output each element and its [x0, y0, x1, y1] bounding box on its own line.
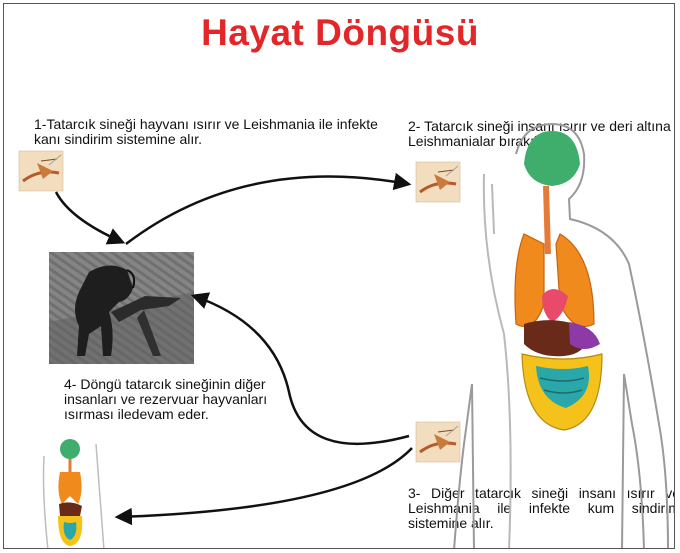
- arrow-fly1-to-animal: [56, 192, 122, 242]
- sandfly-bite-icon-1: [19, 151, 63, 191]
- arrow-fly3-to-animal: [194, 296, 409, 444]
- human-anatomy-icon-large: [454, 124, 668, 549]
- arrow-fly3-to-small-human: [118, 448, 412, 517]
- human-anatomy-icon-small: [44, 439, 105, 549]
- arrow-animal-to-fly2: [126, 177, 408, 245]
- sandfly-bite-icon-2: [416, 162, 460, 202]
- sandfly-bite-icon-3: [416, 422, 460, 462]
- diagram-frame: Hayat Döngüsü 1-Tatarcık sineği hayvanı …: [3, 3, 675, 549]
- life-cycle-arrows: [4, 4, 675, 549]
